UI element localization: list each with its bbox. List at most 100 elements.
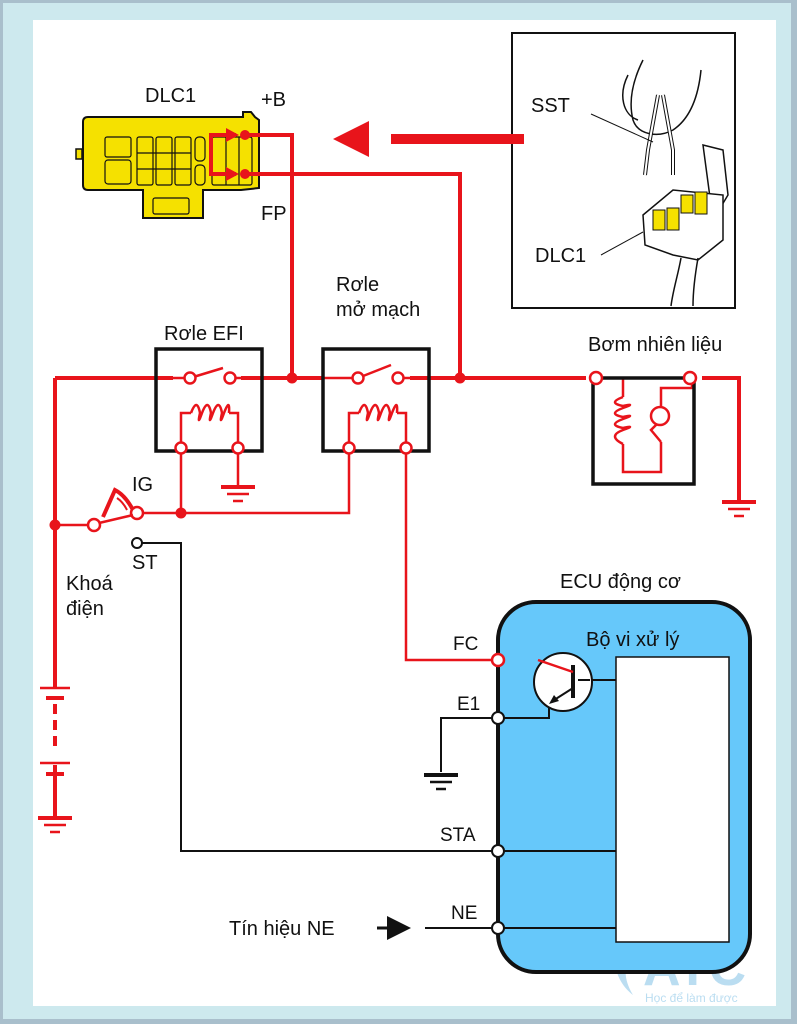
terminal (129, 505, 145, 521)
terminal (174, 441, 188, 455)
arrow-left-icon (333, 121, 369, 157)
wiring-diagram: ATC Học để làm được SST DLC1 DLC1 + (38, 32, 756, 1005)
pump-motor-icon (649, 405, 671, 427)
transistor-collector (537, 658, 574, 674)
terminal-fp-label: FP (261, 203, 287, 225)
cor-relay-label-line1: Rơle (336, 274, 379, 296)
junction-dots (49, 372, 466, 531)
fuel-pump-box (591, 376, 696, 486)
image-frame: ATC Học để làm được SST DLC1 DLC1 + (3, 3, 791, 1019)
terminal (342, 441, 356, 455)
wire-plus-b (246, 133, 294, 378)
terminal-b-label: +B (261, 89, 286, 111)
dlc1-body (82, 111, 260, 219)
ground-symbols-red (38, 485, 756, 834)
diagram-canvas: ATC Học để làm được SST DLC1 DLC1 + (33, 20, 776, 1006)
wire-e1-ground (440, 717, 493, 772)
microprocessor-box (615, 656, 730, 943)
pump-wire (621, 442, 663, 474)
junction (175, 507, 187, 519)
sst-probe-wire-1-core (644, 94, 659, 176)
terminal (588, 370, 604, 386)
sst-leader-line (590, 113, 654, 143)
microprocessor-label: Bộ vi xử lý (586, 629, 679, 651)
signal-wiring (141, 542, 616, 929)
dlc1-fp-arrow-icon (226, 167, 239, 181)
terminal (391, 371, 405, 385)
cor-relay-label-line2: mở mạch (336, 299, 420, 321)
cor-coil-lead (397, 411, 408, 445)
terminal (399, 441, 413, 455)
st-terminal (131, 537, 143, 549)
dlc1-pin-icon (694, 191, 708, 215)
battery-icon (40, 686, 70, 776)
hand-finger-icon (622, 74, 639, 121)
junction (454, 372, 466, 384)
power-wiring (53, 133, 741, 817)
ecu-label: ECU động cơ (560, 571, 681, 593)
wire-fc (404, 451, 491, 662)
ne-terminal (491, 921, 505, 935)
e1-ground-icon (424, 773, 458, 791)
ig-terminal-label: IG (132, 474, 153, 496)
dlc1-fp-terminal (240, 169, 250, 179)
wire-e1-internal (503, 704, 550, 719)
wire-fp (246, 172, 462, 378)
terminal-circles (86, 370, 698, 533)
control-wiring (55, 376, 694, 662)
arrow-shaft (391, 134, 524, 144)
dlc1-pin-icon (666, 207, 680, 231)
ignition-switch-label-line1: Khoá (66, 573, 114, 595)
transistor-emitter-arrow-icon (549, 695, 559, 704)
dlc1-pin-icon (680, 194, 694, 214)
ign-blade (98, 513, 134, 525)
dlc1-jumper-wire (209, 133, 236, 176)
dlc1-tab (75, 148, 83, 160)
pump-coil-icon (613, 395, 632, 446)
e1-terminal (491, 711, 505, 725)
efi-relay-label: Rơle EFI (164, 323, 244, 345)
ign-key-groove (116, 497, 128, 511)
efi-coil-lead (179, 411, 191, 445)
transistor-icon (533, 652, 593, 712)
cor-coil-lead (347, 411, 359, 445)
wire-pump-ground (702, 376, 741, 500)
dlc1-title: DLC1 (145, 85, 196, 107)
cor-relay-box (321, 347, 431, 453)
wire-st-sta (141, 542, 493, 852)
terminal (183, 371, 197, 385)
efi-coil-icon (189, 403, 231, 422)
terminal (351, 371, 365, 385)
dlc1-leader-line (600, 231, 644, 256)
ignition-switch-icon (98, 487, 135, 525)
efi-coil-lead (229, 411, 240, 445)
junction (49, 519, 61, 531)
st-terminal-label: ST (132, 552, 158, 574)
fc-label: FC (453, 634, 478, 655)
fuel-pump-label: Bơm nhiên liệu (588, 334, 722, 356)
dlc1-cable-icon (692, 257, 699, 307)
inset-panel: SST DLC1 (511, 32, 736, 309)
watermark-slogan: Học để làm được (645, 991, 738, 1005)
dlc1-connector: DLC1 +B FP (75, 85, 287, 225)
terminal (86, 517, 102, 533)
ne-label: NE (451, 903, 477, 924)
dlc1-plus-b-arrow-icon (226, 128, 239, 142)
ign-key-icon (101, 487, 135, 518)
ne-signal-label: Tín hiệu NE (229, 918, 335, 940)
terminal (223, 371, 237, 385)
sta-terminal (491, 844, 505, 858)
junction (286, 372, 298, 384)
sst-probe-wire-2-core (662, 94, 674, 175)
wire-ig-line (133, 451, 351, 515)
dlc1-cable-icon (670, 257, 682, 307)
efi-relay-box (154, 347, 264, 453)
sst-label: SST (531, 95, 570, 117)
direction-arrow (333, 121, 524, 157)
dlc1-plus-b-terminal (240, 130, 250, 140)
terminal (231, 441, 245, 455)
e1-label: E1 (457, 694, 480, 715)
fc-terminal (490, 652, 506, 668)
dlc1-cavities (104, 136, 253, 215)
transistor-body (533, 652, 593, 712)
